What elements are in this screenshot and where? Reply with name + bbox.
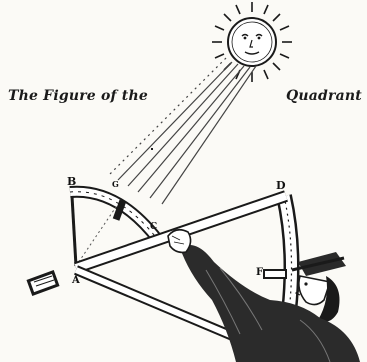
caption-figure-of-the: The Figure of the xyxy=(8,88,148,104)
caption-quadrant: Quadrant xyxy=(286,88,362,104)
label-b: B xyxy=(67,176,76,187)
label-a: A xyxy=(72,276,80,286)
shadow-vane xyxy=(28,272,57,294)
label-d: D xyxy=(276,180,286,191)
label-f: F xyxy=(256,268,263,278)
observer-figure xyxy=(168,230,360,362)
label-c: C xyxy=(150,223,157,232)
sun-rays xyxy=(108,58,256,204)
label-g: G xyxy=(112,180,119,188)
